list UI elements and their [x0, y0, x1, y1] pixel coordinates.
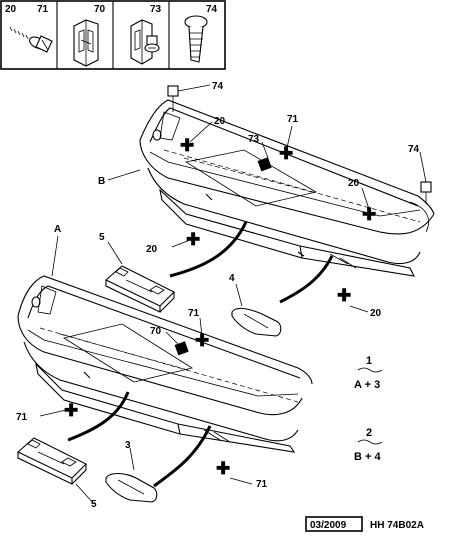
legend-ref-73: 73	[150, 4, 162, 15]
label-20-right: 20	[348, 178, 360, 189]
cross-20-mid: ✚	[186, 230, 200, 249]
label-71-upper: 71	[287, 114, 299, 125]
bracket-5-lower	[17, 437, 87, 485]
cross-71-upper: ✚	[279, 144, 293, 163]
fastener-73	[257, 157, 272, 172]
bracket-5-upper	[105, 265, 175, 313]
label-71-bottom: 71	[256, 479, 268, 490]
label-70: 70	[150, 326, 162, 337]
legend-ref-71: 71	[37, 4, 49, 15]
label-20-upper: 20	[214, 116, 226, 127]
upper-bumper-b	[139, 99, 435, 277]
assembly-line-bracket-lower	[67, 391, 130, 442]
legend-box-rivet: 74	[184, 4, 218, 63]
label-71-left: 71	[16, 412, 28, 423]
label-5-lower: 5	[91, 499, 97, 510]
fog-cover-4	[231, 307, 282, 337]
clip-nut-with-screw-icon	[130, 19, 160, 65]
fastener-70	[174, 341, 189, 356]
cross-20-lower: ✚	[337, 286, 351, 305]
assembly-line-bracket-upper	[169, 221, 248, 278]
clip-nut-icon	[73, 19, 99, 67]
variant-2-formula: B + 4	[354, 451, 381, 463]
cross-20-upper: ✚	[180, 136, 194, 155]
footer: 03/2009 HH 74B02A	[305, 516, 424, 532]
label-20-lower: 20	[370, 308, 382, 319]
label-4: 4	[229, 273, 235, 284]
assembly-line-cover-lower	[153, 425, 212, 488]
fastener-74-top	[167, 85, 179, 97]
label-a: A	[54, 224, 61, 235]
label-20-mid: 20	[146, 244, 158, 255]
legend-ref-70: 70	[94, 4, 106, 15]
label-3: 3	[125, 440, 131, 451]
legend-box-clip-screw: 73	[130, 4, 162, 65]
label-71-lower-mid: 71	[188, 308, 200, 319]
label-5-upper: 5	[99, 232, 105, 243]
leader-lines	[39, 84, 427, 505]
fog-cover-3	[105, 472, 158, 503]
screw-icon	[7, 26, 53, 53]
cross-71-left: ✚	[64, 401, 78, 420]
variant-2-number: 2	[366, 427, 372, 439]
variant-1-formula: A + 3	[354, 379, 380, 391]
push-rivet-icon	[184, 15, 208, 63]
legend-ref-74: 74	[206, 4, 218, 15]
lower-bumper-a	[17, 275, 313, 453]
label-74-right: 74	[408, 144, 420, 155]
label-74-top: 74	[212, 81, 224, 92]
footer-code: HH 74B02A	[370, 520, 424, 531]
cross-71-bottom: ✚	[216, 459, 230, 478]
legend-box-screw: 20 71	[5, 4, 53, 53]
label-b: B	[98, 176, 105, 187]
label-73: 73	[248, 134, 260, 145]
legend-box-clip: 70	[73, 4, 106, 67]
legend-strip: 20 71 70 73	[0, 0, 226, 70]
cross-20-right: ✚	[362, 205, 376, 224]
legend-ref-20: 20	[5, 4, 17, 15]
assembly-line-cover-upper	[279, 255, 334, 304]
variant-key: 1 A + 3 2 B + 4	[354, 355, 383, 463]
footer-date-box	[305, 516, 363, 532]
footer-date: 03/2009	[310, 520, 347, 531]
cross-71-lower-mid: ✚	[195, 331, 209, 350]
fastener-74-right	[420, 181, 432, 193]
variant-1-number: 1	[366, 355, 372, 367]
